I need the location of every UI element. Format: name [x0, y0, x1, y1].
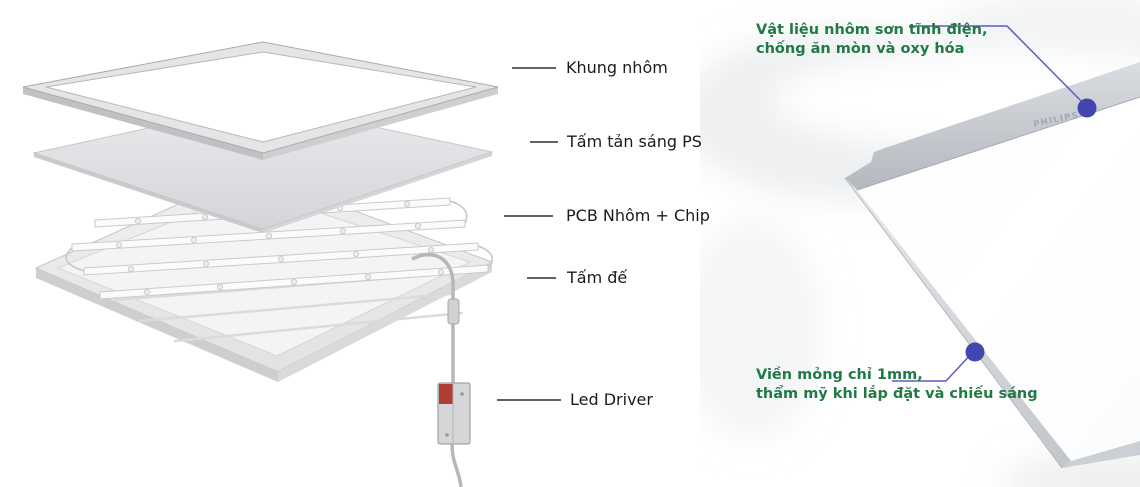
leader-lines — [497, 67, 561, 401]
driver-screw — [445, 433, 449, 437]
annotation-border-line2: thẩm mỹ khi lắp đặt và chiếu sáng — [756, 386, 1038, 402]
driver-wire-bottom — [450, 443, 463, 487]
annotation-border-line1: Viền mỏng chỉ 1mm, — [756, 367, 923, 383]
diffuser-layer — [32, 102, 494, 233]
panel-bottom-frame — [1062, 441, 1140, 468]
diffuser-edge-right — [263, 152, 492, 233]
pcb-wire — [449, 200, 468, 224]
part-label-khung-nhom: Khung nhôm — [566, 58, 668, 77]
driver-red-label — [439, 384, 453, 404]
base-plate-groove — [138, 292, 452, 323]
annotation-material-line1: Vật liệu nhôm sơn tĩnh điện, — [756, 22, 988, 38]
annotation-material-line2: chống ăn mòn và oxy hóa — [756, 41, 965, 57]
driver-screw — [460, 392, 464, 396]
panel-left-frame — [845, 178, 1071, 468]
callout-dot-material — [1077, 98, 1097, 118]
wire-connector — [447, 298, 460, 325]
panel-photo-art: PHILIPS — [700, 0, 1140, 487]
part-label-tam-de: Tấm đế — [567, 268, 628, 287]
driver-wire-top — [411, 252, 455, 383]
callout-line-border — [892, 351, 974, 382]
part-label-tam-tan-sang: Tấm tản sáng PS — [567, 132, 702, 151]
exploded-view-art — [22, 41, 561, 487]
annotation-material: Vật liệu nhôm sơn tĩnh điện, chống ăn mò… — [756, 21, 987, 59]
annotation-border: Viền mỏng chỉ 1mm, thẩm mỹ khi lắp đặt v… — [756, 366, 1038, 404]
led-driver-assembly — [411, 252, 471, 487]
pcb-wire — [65, 247, 85, 272]
frame-thickness-right — [263, 87, 498, 160]
callout-dot-border — [965, 342, 985, 362]
base-plate-groove — [173, 311, 464, 343]
panel-top-frame — [845, 62, 1140, 190]
frame-layer — [22, 41, 499, 160]
frame-inner-hole — [45, 51, 477, 143]
frame-thickness-left — [23, 87, 263, 160]
diffuser-sheet — [32, 102, 494, 230]
diffuser-edge-left — [34, 153, 263, 233]
base-plate-wall-left — [36, 268, 278, 382]
panel-outer-edge-highlight — [844, 177, 1063, 469]
pcb-wire — [477, 245, 493, 269]
panel-face — [857, 97, 1140, 461]
part-label-led-driver: Led Driver — [570, 390, 653, 409]
led-chips — [116, 200, 444, 295]
pcb-strips-layer — [65, 197, 493, 300]
part-label-pcb-chip: PCB Nhôm + Chip — [566, 206, 710, 225]
base-plate-wall-right — [278, 262, 492, 382]
callout-line-material — [909, 25, 1087, 107]
